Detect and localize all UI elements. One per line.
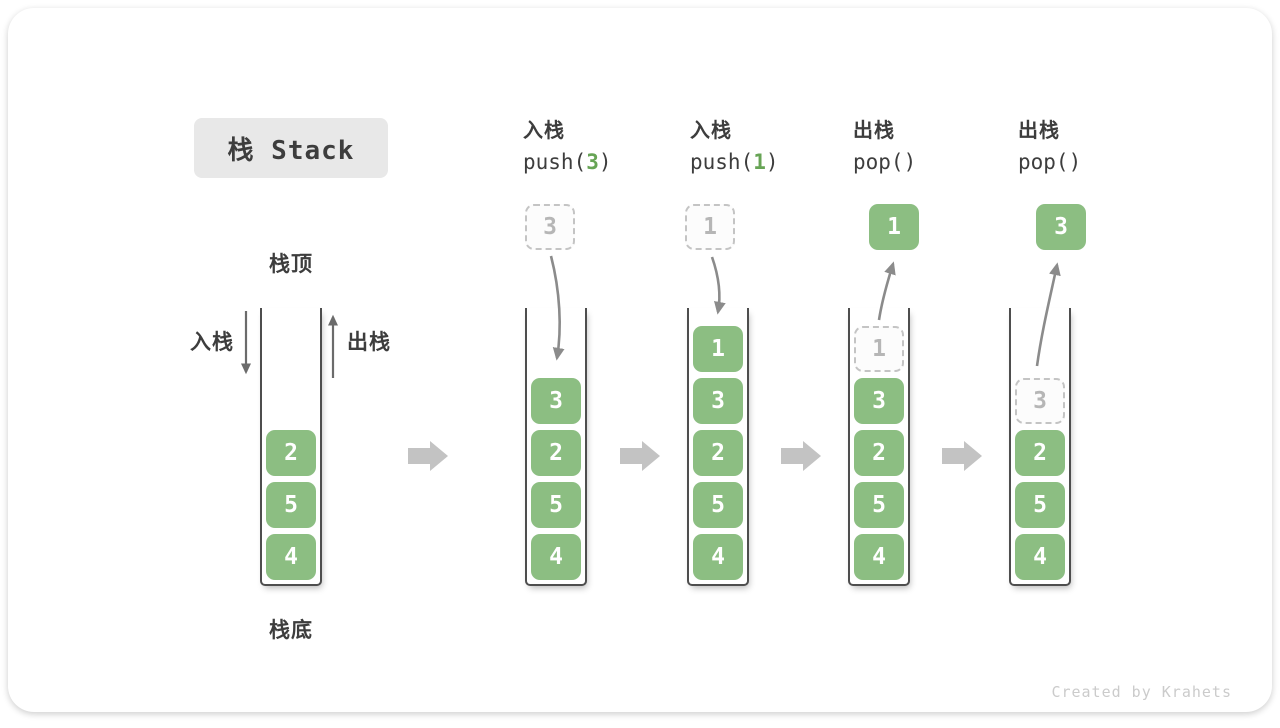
code-pre: pop( [1018, 150, 1069, 174]
stack-after-push-3: 3 2 5 4 [525, 308, 587, 586]
stack-cell: 4 [266, 534, 316, 580]
code-post: ) [1068, 150, 1082, 174]
stack-cell: 2 [531, 430, 581, 476]
col-header-pop-3: 出栈 pop() [1018, 114, 1081, 174]
operation-code: pop() [853, 150, 916, 174]
incoming-value-box: 3 [525, 204, 575, 250]
transition-arrow-icon [620, 441, 660, 471]
incoming-value-box: 1 [685, 204, 735, 250]
transition-arrow-icon [781, 441, 821, 471]
code-pre: pop( [853, 150, 904, 174]
diagram-card: 栈 Stack 入栈 push(3) 入栈 push(1) 出栈 pop() 出… [8, 8, 1272, 712]
operation-code: push(3) [523, 150, 612, 174]
stack-cell: 5 [693, 482, 743, 528]
operation-label: 出栈 [853, 120, 895, 142]
code-arg: 1 [753, 150, 766, 174]
stack-cell: 1 [693, 326, 743, 372]
stack-cell-removed: 1 [854, 326, 904, 372]
code-post: ) [765, 150, 779, 174]
popped-value-box: 3 [1036, 204, 1086, 250]
stack-cell: 4 [1015, 534, 1065, 580]
stack-after-push-1: 1 3 2 5 4 [687, 308, 749, 586]
stack-initial: 2 5 4 [260, 308, 322, 586]
arrows-overlay [240, 255, 1061, 471]
transition-arrow-icon [408, 441, 448, 471]
operation-code: pop() [1018, 150, 1081, 174]
popped-value-box: 1 [869, 204, 919, 250]
stack-cell-removed: 3 [1015, 378, 1065, 424]
stack-cell: 3 [854, 378, 904, 424]
transition-arrow-icon [942, 441, 982, 471]
title-box: 栈 Stack [194, 118, 388, 178]
stack-cell: 5 [531, 482, 581, 528]
push-1-arrow [710, 256, 726, 315]
col-header-push-3: 入栈 push(3) [523, 114, 612, 174]
stack-cell: 4 [693, 534, 743, 580]
stack-cell: 2 [854, 430, 904, 476]
stack-bottom-label: 栈底 [269, 619, 313, 642]
code-pre: push( [690, 150, 754, 174]
operation-label: 入栈 [690, 120, 732, 142]
col-header-push-1: 入栈 push(1) [690, 114, 779, 174]
col-header-pop-1: 出栈 pop() [853, 114, 916, 174]
code-arg: 3 [586, 150, 599, 174]
code-post: ) [903, 150, 917, 174]
stack-cell: 3 [531, 378, 581, 424]
push-label: 入栈 [190, 331, 234, 354]
stack-cell: 5 [854, 482, 904, 528]
stack-cell: 2 [693, 430, 743, 476]
stack-after-pop-1: 1 3 2 5 4 [848, 308, 910, 586]
pop-label: 出栈 [347, 331, 391, 354]
stack-top-label: 栈顶 [269, 253, 313, 276]
stack-cell: 4 [531, 534, 581, 580]
page-title: 栈 Stack [227, 135, 355, 166]
stack-cell: 4 [854, 534, 904, 580]
stack-cell: 2 [1015, 430, 1065, 476]
stack-cell: 5 [1015, 482, 1065, 528]
operation-label: 出栈 [1018, 120, 1060, 142]
code-pre: push( [523, 150, 587, 174]
operation-code: push(1) [690, 150, 779, 174]
stack-cell: 2 [266, 430, 316, 476]
stack-cell: 3 [693, 378, 743, 424]
stack-cell: 5 [266, 482, 316, 528]
code-post: ) [598, 150, 612, 174]
stack-after-pop-3: 3 2 5 4 [1009, 308, 1071, 586]
watermark: Created by Krahets [1051, 683, 1232, 701]
operation-label: 入栈 [523, 120, 565, 142]
